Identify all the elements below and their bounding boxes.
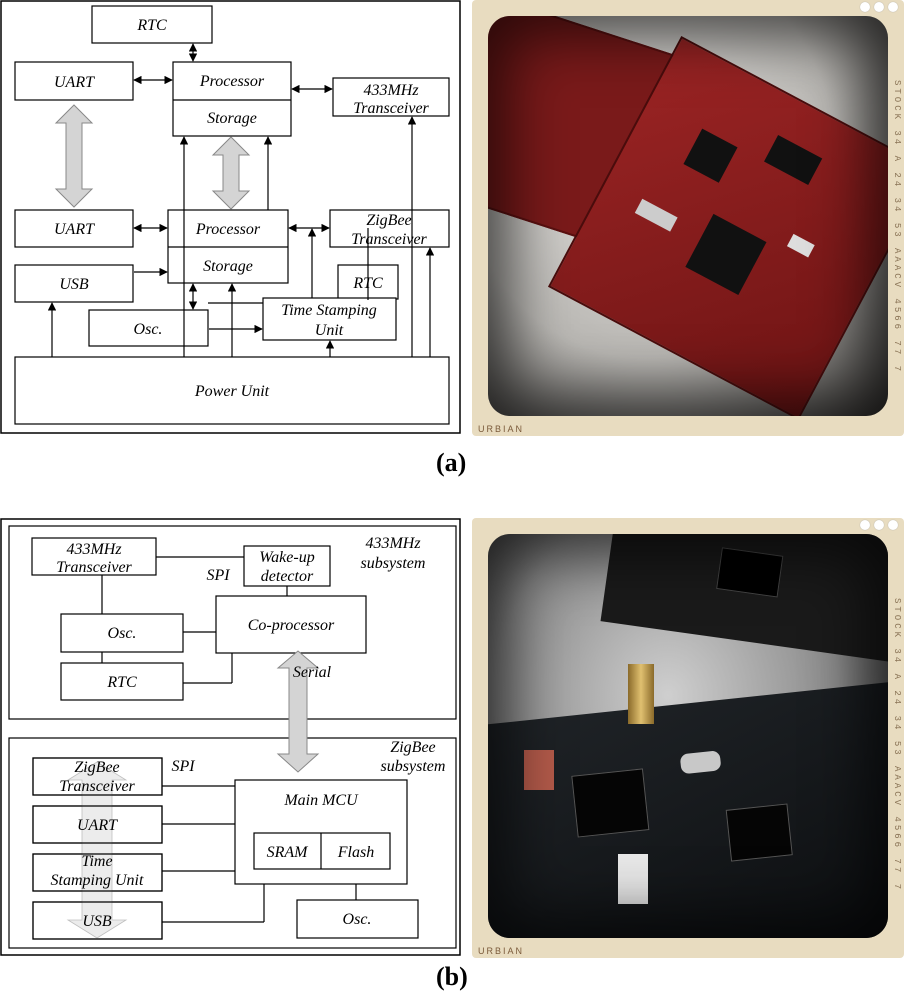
wake-up-label-2: detector [261, 568, 314, 585]
white-connector [618, 854, 648, 904]
rtc-top-label: RTC [136, 17, 167, 34]
zigbee-label-1: ZigBee [366, 212, 411, 229]
rtc-label: RTC [106, 674, 137, 691]
spi-bottom-label: SPI [171, 758, 195, 775]
transceiver-433-label-2: Transceiver [56, 559, 132, 576]
photo-b-image [488, 534, 888, 938]
transceiver-433-block [31, 537, 157, 576]
osc-top-block [60, 613, 184, 653]
photo-a-dots [860, 2, 898, 12]
time-stamping-unit-block [262, 297, 397, 341]
usb-label: USB [82, 913, 112, 930]
osc-block [88, 309, 209, 347]
photo-a: URBIAN STOCK 34 A 24 34 53 AAACV 4566 77… [472, 0, 904, 436]
caption-a: (a) [436, 448, 467, 477]
photo-b-dots [860, 520, 898, 530]
uart-top-label: UART [54, 74, 95, 91]
photo-b-brand: URBIAN [478, 946, 525, 956]
photo-b-side-text: STOCK 34 A 24 34 53 AAACV 4566 77 7 [892, 598, 902, 893]
osc-label: Osc. [134, 321, 163, 338]
photo-b: URBIAN STOCK 34 A 24 34 53 AAACV 4566 77… [472, 518, 904, 958]
storage-mid-label: Storage [203, 258, 253, 275]
wake-up-detector-block [243, 545, 331, 587]
transceiver-433-block [332, 77, 450, 117]
sma-connector [628, 664, 654, 724]
co-processor-label: Co-processor [248, 617, 335, 634]
co-processor-block [215, 595, 367, 654]
rtc-mid-label: RTC [352, 275, 383, 292]
processor-mid-label: Processor [195, 221, 261, 238]
subsystem-433-label-2: subsystem [361, 555, 426, 572]
transceiver-433-label-2: Transceiver [353, 100, 429, 117]
main-mcu-label: Main MCU [283, 792, 359, 809]
usb-label: USB [59, 276, 89, 293]
memory-block [253, 832, 391, 870]
tsu-label-2: Unit [315, 322, 344, 339]
photo-a-image [488, 16, 888, 416]
tsu-label-2: Stamping Unit [51, 872, 144, 889]
transceiver-433-label-1: 433MHz [363, 82, 419, 99]
uart-mid-label: UART [54, 221, 95, 238]
osc-top-label: Osc. [108, 625, 137, 642]
caption-b: (b) [436, 962, 468, 991]
spi-top-label: SPI [206, 567, 230, 584]
transceiver-433-label-1: 433MHz [66, 541, 122, 558]
tsu-label-1: Time Stamping [281, 302, 377, 319]
uart-label: UART [77, 817, 118, 834]
uart-top-block [14, 61, 134, 101]
rtc-block [60, 662, 184, 701]
zigbee-transceiver-label-1: ZigBee [74, 759, 119, 776]
subsystem-433-label-1: 433MHz [365, 535, 421, 552]
zigbee-transceiver-block [329, 209, 450, 248]
gray-double-arrow-center [211, 136, 251, 210]
flash-label: Flash [337, 844, 374, 861]
wake-up-label-1: Wake-up [259, 549, 314, 566]
usb-block [14, 264, 134, 303]
rtc-top-block [91, 5, 213, 44]
uart-mid-block [14, 209, 134, 248]
diagram-b: 433MHz Transceiver Wake-up detector 433M… [0, 518, 462, 958]
zigbee-label-2: Transceiver [351, 231, 427, 248]
diagram-b-svg: 433MHz Transceiver Wake-up detector 433M… [0, 518, 461, 956]
photo-a-side-text: STOCK 34 A 24 34 53 AAACV 4566 77 7 [892, 80, 902, 375]
subsystem-zigbee-label-1: ZigBee [390, 739, 435, 756]
subsystem-zigbee-label-2: subsystem [381, 758, 446, 775]
osc-bottom-block [296, 899, 419, 939]
serial-label: Serial [293, 664, 332, 681]
sram-label: SRAM [267, 844, 310, 861]
red-connector [524, 750, 554, 790]
gray-double-arrow-left [54, 104, 94, 208]
processor-storage-top-block [172, 61, 292, 137]
processor-top-label: Processor [199, 73, 265, 90]
tsu-label-1: Time [81, 853, 112, 870]
power-unit-block [14, 356, 450, 425]
storage-top-label: Storage [207, 110, 257, 127]
power-unit-label: Power Unit [194, 383, 270, 400]
diagram-a: RTC UART Processor Storage 433MHz Transc… [0, 0, 462, 436]
zigbee-transceiver-label-2: Transceiver [59, 778, 135, 795]
serial-double-arrow [276, 650, 320, 773]
photo-a-brand: URBIAN [478, 424, 525, 434]
diagram-a-svg: RTC UART Processor Storage 433MHz Transc… [0, 0, 461, 434]
osc-bottom-label: Osc. [343, 911, 372, 928]
